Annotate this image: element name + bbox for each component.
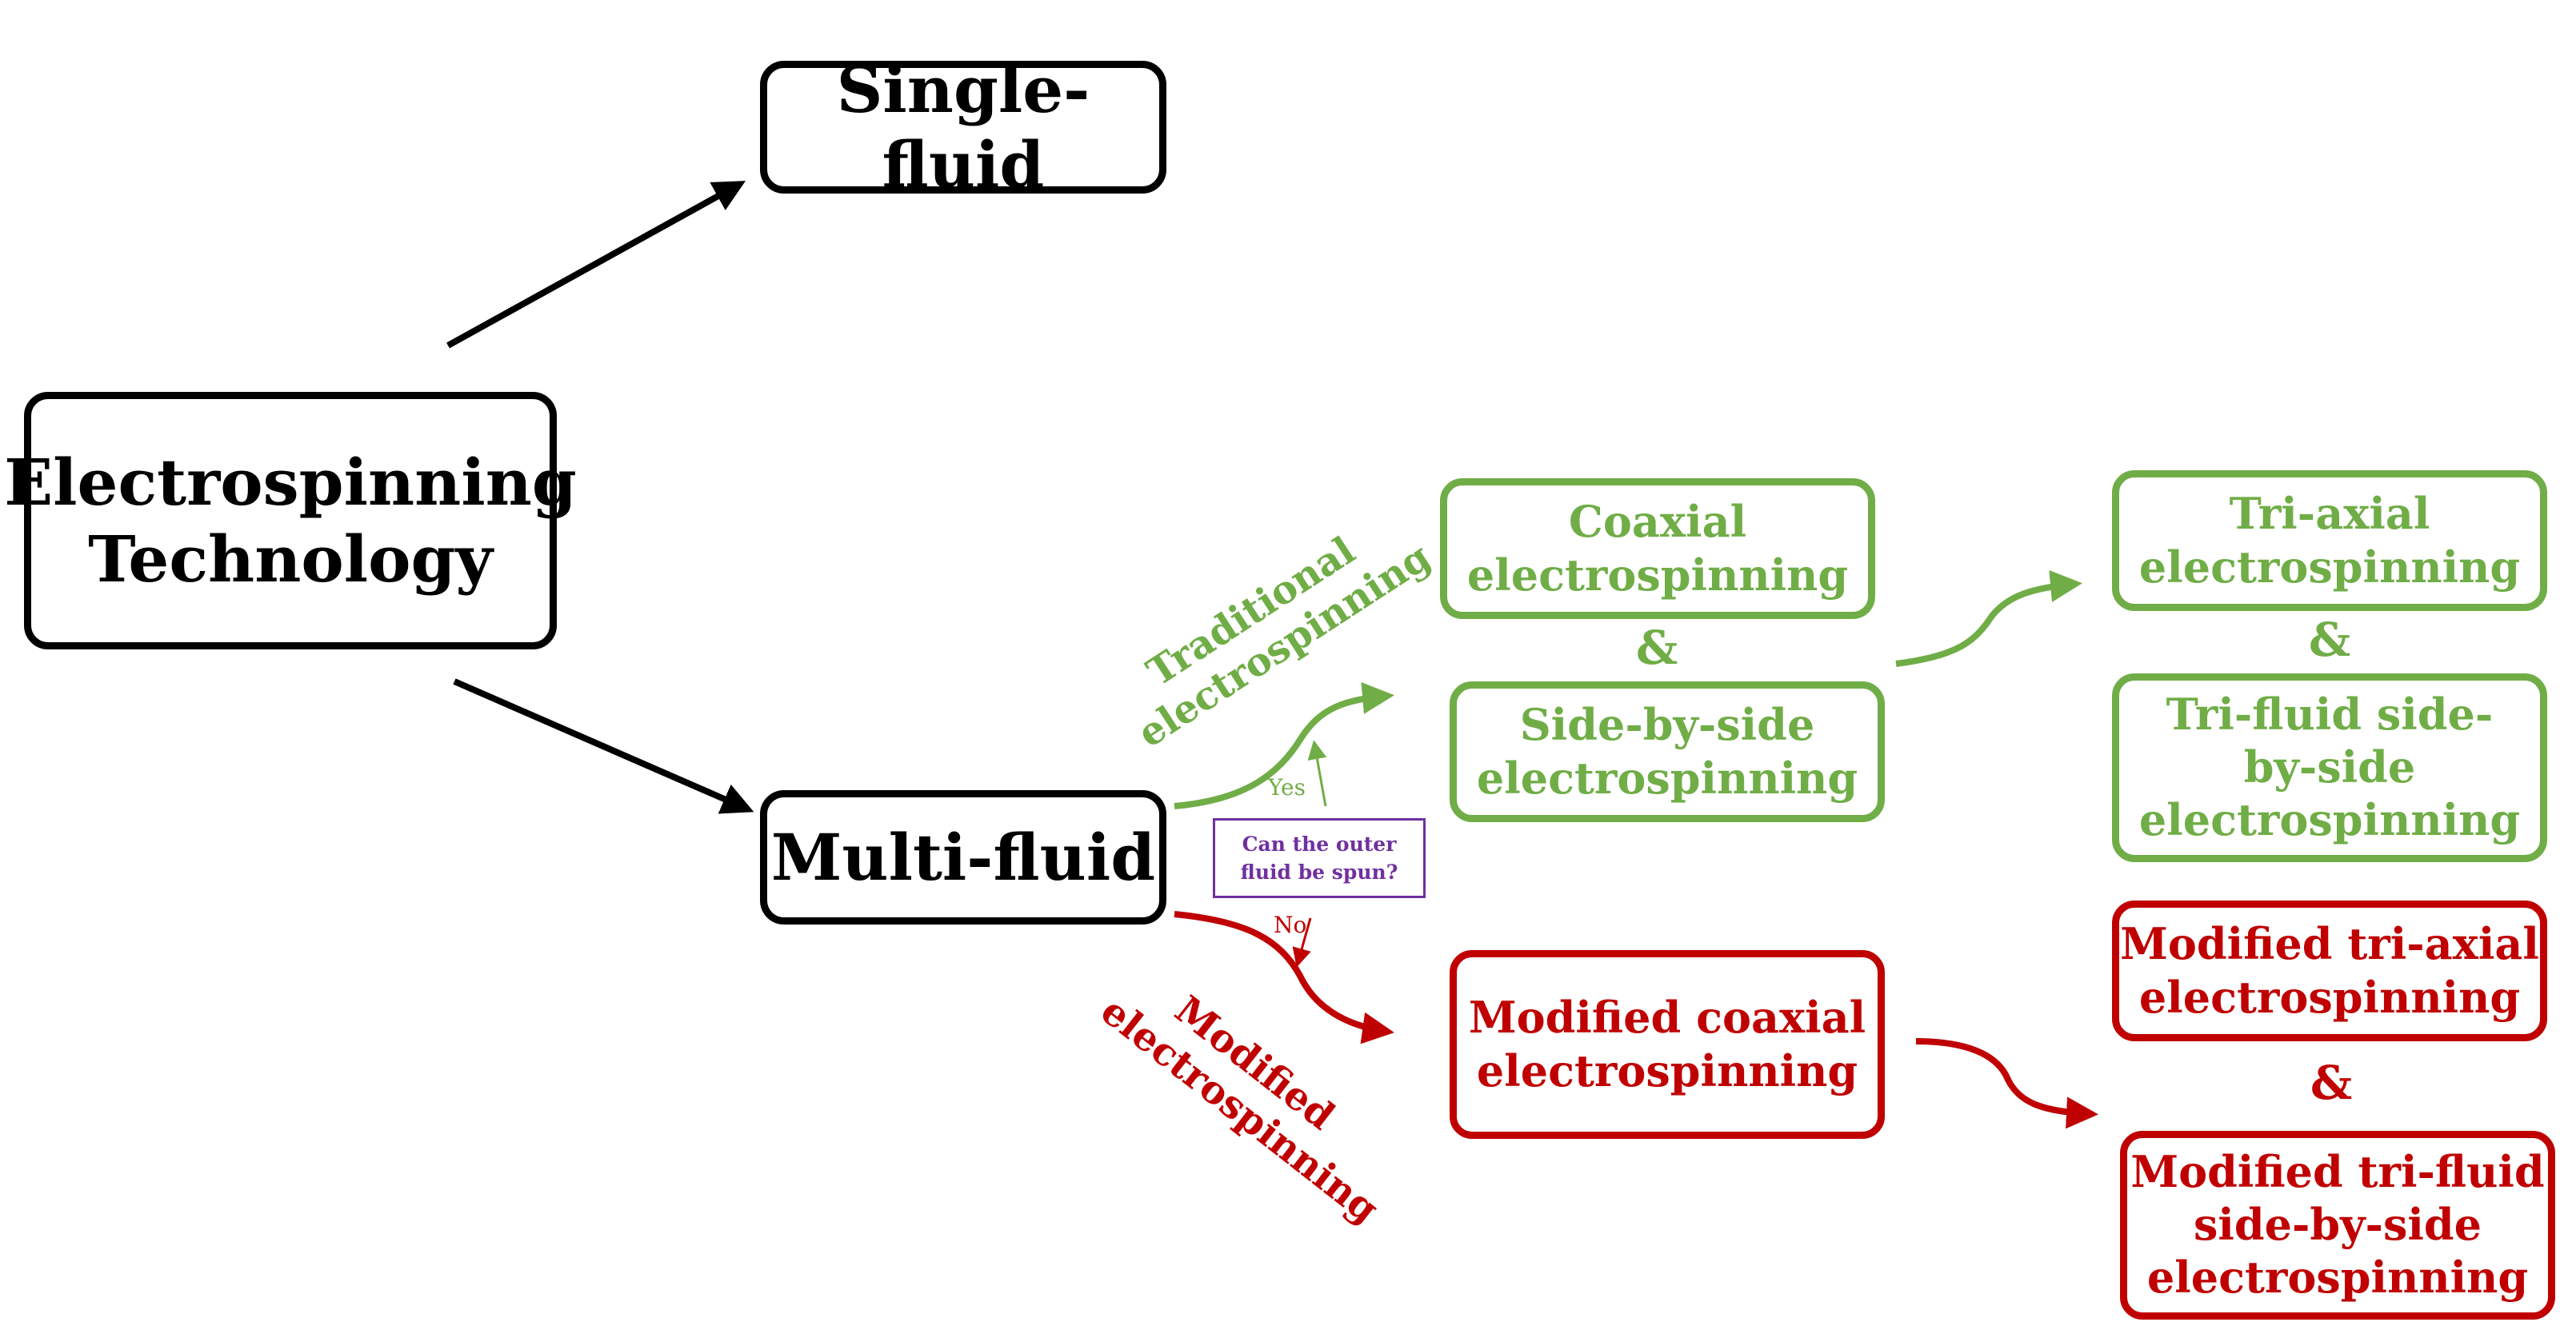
modified-tri-fluid-sbs-line2: side-by-side bbox=[2193, 1199, 2482, 1251]
modified-tri-axial-line2: electrospinning bbox=[2138, 972, 2521, 1023]
tri-axial-line1: Tri-axial bbox=[2229, 487, 2430, 539]
ampersand-red: & bbox=[2310, 1056, 2353, 1110]
modified-tri-fluid-sbs-line3: electrospinning bbox=[2146, 1251, 2529, 1303]
modified-tri-axial-node: Modified tri-axial electrospinning bbox=[2112, 901, 2547, 1041]
tri-fluid-sbs-line2: by-side bbox=[2243, 741, 2416, 793]
arrow-red-to-modified-triaxial bbox=[1915, 1038, 2098, 1129]
side-by-side-node: Side-by-side electrospinning bbox=[1450, 681, 1885, 822]
multi-fluid-label: Multi-fluid bbox=[770, 820, 1156, 895]
yes-pointer bbox=[1307, 740, 1327, 807]
modified-tri-fluid-sbs-line1: Modified tri-fluid bbox=[2130, 1146, 2545, 1198]
single-fluid-node: Single-fluid bbox=[760, 52, 1166, 202]
tri-axial-node: Tri-axial electrospinning bbox=[2112, 470, 2547, 611]
modified-coaxial-line2: electrospinning bbox=[1476, 1045, 1858, 1096]
coaxial-line1: Coaxial bbox=[1568, 495, 1747, 547]
no-pointer bbox=[1292, 917, 1312, 968]
question-box: Can the outer fluid be spun? bbox=[1213, 818, 1426, 898]
tri-fluid-sbs-line1: Tri-fluid side- bbox=[2166, 689, 2494, 741]
tri-fluid-sbs-node: Tri-fluid side- by-side electrospinning bbox=[2112, 673, 2547, 862]
single-fluid-label: Single-fluid bbox=[836, 52, 1090, 202]
no-label: No bbox=[1274, 912, 1307, 938]
arrow-modified-curve bbox=[1174, 911, 1394, 1044]
question-line1: Can the outer bbox=[1242, 833, 1397, 856]
tri-fluid-sbs-line3: electrospinning bbox=[2138, 793, 2521, 845]
modified-coaxial-line1: Modified coaxial bbox=[1468, 991, 1866, 1043]
question-line2: fluid be spun? bbox=[1240, 861, 1398, 884]
coaxial-line2: electrospinning bbox=[1466, 549, 1849, 601]
multi-fluid-node: Multi-fluid bbox=[760, 790, 1166, 925]
modified-tri-axial-line1: Modified tri-axial bbox=[2120, 917, 2539, 969]
side-by-side-line1: Side-by-side bbox=[1519, 698, 1815, 750]
root-line2: Technology bbox=[88, 521, 493, 597]
arrow-green-to-triaxial bbox=[1895, 569, 2082, 667]
arrow-traditional-curve bbox=[1174, 681, 1394, 809]
modified-tri-fluid-sbs-node: Modified tri-fluid side-by-side electros… bbox=[2120, 1131, 2555, 1320]
modified-coaxial-node: Modified coaxial electrospinning bbox=[1450, 950, 1885, 1139]
yes-label: Yes bbox=[1268, 774, 1306, 801]
coaxial-node: Coaxial electrospinning bbox=[1440, 478, 1875, 619]
tri-axial-line2: electrospinning bbox=[2138, 541, 2521, 593]
ampersand-green-2: & bbox=[2308, 613, 2351, 667]
ampersand-green-1: & bbox=[1635, 621, 1678, 675]
arrow-to-single-fluid bbox=[446, 181, 746, 349]
root-line1: Electrospinning bbox=[4, 445, 577, 520]
root-node: Electrospinning Technology bbox=[4, 392, 577, 649]
side-by-side-line2: electrospinning bbox=[1476, 753, 1858, 804]
arrow-to-multi-fluid bbox=[453, 678, 754, 814]
